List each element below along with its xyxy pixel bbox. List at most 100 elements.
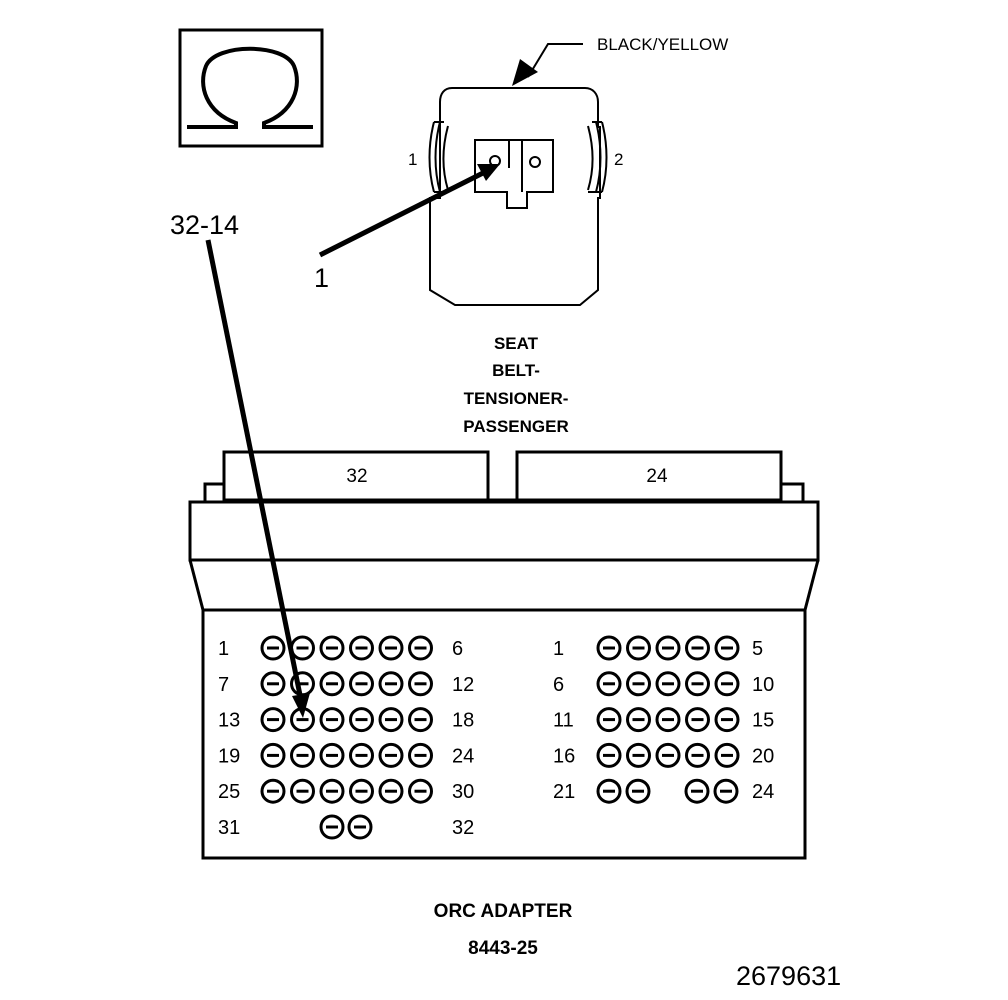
left-pin bbox=[290, 778, 315, 804]
right-pin bbox=[655, 671, 681, 697]
left-pin bbox=[378, 742, 404, 768]
left-pin bbox=[260, 778, 286, 804]
left-pin bbox=[349, 778, 374, 804]
right-row-start-label: 21 bbox=[553, 781, 575, 803]
left-pin bbox=[349, 671, 374, 697]
left-row-start-label: 31 bbox=[218, 817, 240, 839]
left-pin bbox=[408, 671, 433, 697]
right-pin bbox=[596, 742, 622, 768]
right-pin bbox=[655, 707, 681, 733]
probe-1-arrowhead bbox=[477, 164, 500, 181]
right-pin bbox=[685, 742, 710, 768]
ohmmeter-box bbox=[178, 28, 324, 148]
seat-belt-connector: BLACK/YELLOW 1 2 1 SEAT BELT- TENSIONER-… bbox=[314, 35, 728, 436]
right-row-start-label: 6 bbox=[553, 674, 564, 696]
left-pin bbox=[260, 707, 286, 733]
figure-id: 2679631 bbox=[736, 961, 841, 991]
pin-2-label: 2 bbox=[614, 150, 623, 169]
left-pin bbox=[347, 814, 373, 840]
left-pin bbox=[290, 742, 315, 768]
left-row-end-label: 32 bbox=[452, 817, 474, 839]
left-pin bbox=[408, 707, 433, 733]
adapter-title: ORC ADAPTER bbox=[434, 901, 573, 922]
right-pin bbox=[625, 778, 651, 804]
connector-title-line-3: TENSIONER- bbox=[464, 389, 569, 408]
right-row-end-label: 15 bbox=[752, 710, 774, 732]
right-pin bbox=[596, 635, 622, 661]
right-pin bbox=[626, 635, 651, 661]
pin-1-label: 1 bbox=[408, 150, 417, 169]
left-row-end-label: 24 bbox=[452, 745, 474, 767]
left-pin bbox=[319, 635, 345, 661]
left-pin bbox=[319, 814, 345, 840]
connector-title-line-4: PASSENGER bbox=[463, 417, 569, 436]
right-row-start-label: 16 bbox=[553, 745, 575, 767]
right-pin bbox=[714, 707, 740, 733]
left-row-start-label: 13 bbox=[218, 710, 240, 732]
left-pin-block: 1 6 7 12 13 18 19 24 25 30 31 32 bbox=[218, 635, 474, 840]
left-pin bbox=[378, 778, 404, 804]
right-pin bbox=[685, 671, 710, 697]
left-pin bbox=[408, 742, 433, 768]
left-row-end-label: 12 bbox=[452, 674, 474, 696]
left-row-start-label: 19 bbox=[218, 745, 240, 767]
ohm-symbol-icon bbox=[187, 46, 313, 129]
connector-title-line-1: SEAT bbox=[494, 334, 539, 353]
left-pin bbox=[408, 778, 433, 804]
left-pin bbox=[349, 635, 374, 661]
left-row-start-label: 1 bbox=[218, 638, 229, 660]
left-pin bbox=[378, 635, 404, 661]
right-pin bbox=[685, 635, 710, 661]
right-row-end-label: 24 bbox=[752, 781, 774, 803]
right-pin bbox=[714, 742, 740, 768]
right-pin bbox=[714, 671, 740, 697]
right-connector-label: 24 bbox=[646, 466, 668, 487]
probe-1-label: 1 bbox=[314, 263, 329, 293]
left-pin bbox=[319, 671, 345, 697]
right-pin bbox=[655, 635, 681, 661]
left-row-end-label: 6 bbox=[452, 638, 463, 660]
right-pin bbox=[684, 778, 710, 804]
left-pin bbox=[319, 707, 345, 733]
right-pin bbox=[596, 671, 622, 697]
left-pin bbox=[378, 671, 404, 697]
adapter-part-number: 8443-25 bbox=[468, 938, 538, 959]
probe-32-14-label: 32-14 bbox=[170, 210, 239, 240]
connector-title-line-2: BELT- bbox=[492, 361, 540, 380]
left-connector-label: 32 bbox=[346, 466, 367, 487]
left-pin bbox=[319, 742, 345, 768]
right-pin bbox=[596, 707, 622, 733]
wire-color-label: BLACK/YELLOW bbox=[597, 35, 728, 54]
left-row-start-label: 25 bbox=[218, 781, 240, 803]
right-pin bbox=[626, 671, 651, 697]
left-row-start-label: 7 bbox=[218, 674, 229, 696]
left-pin bbox=[408, 635, 433, 661]
terminal-2 bbox=[529, 156, 541, 168]
probe-32-14-arrowhead bbox=[292, 693, 310, 718]
right-pin bbox=[714, 635, 740, 661]
left-row-end-label: 18 bbox=[452, 710, 474, 732]
right-row-start-label: 11 bbox=[553, 710, 574, 732]
right-row-end-label: 10 bbox=[752, 674, 774, 696]
left-pin bbox=[260, 671, 286, 697]
left-pin bbox=[349, 742, 374, 768]
left-pin bbox=[260, 742, 286, 768]
left-pin bbox=[378, 707, 404, 733]
right-pin bbox=[626, 707, 651, 733]
left-pin bbox=[349, 707, 374, 733]
right-pin bbox=[685, 707, 710, 733]
right-pin bbox=[596, 778, 622, 804]
right-pin bbox=[655, 742, 681, 768]
left-pin bbox=[319, 778, 345, 804]
left-row-end-label: 30 bbox=[452, 781, 474, 803]
left-pin bbox=[260, 635, 286, 661]
right-row-end-label: 20 bbox=[752, 745, 774, 767]
right-pin bbox=[626, 742, 651, 768]
right-row-end-label: 5 bbox=[752, 638, 763, 660]
wire-arrowhead bbox=[512, 59, 538, 86]
right-row-start-label: 1 bbox=[553, 638, 564, 660]
